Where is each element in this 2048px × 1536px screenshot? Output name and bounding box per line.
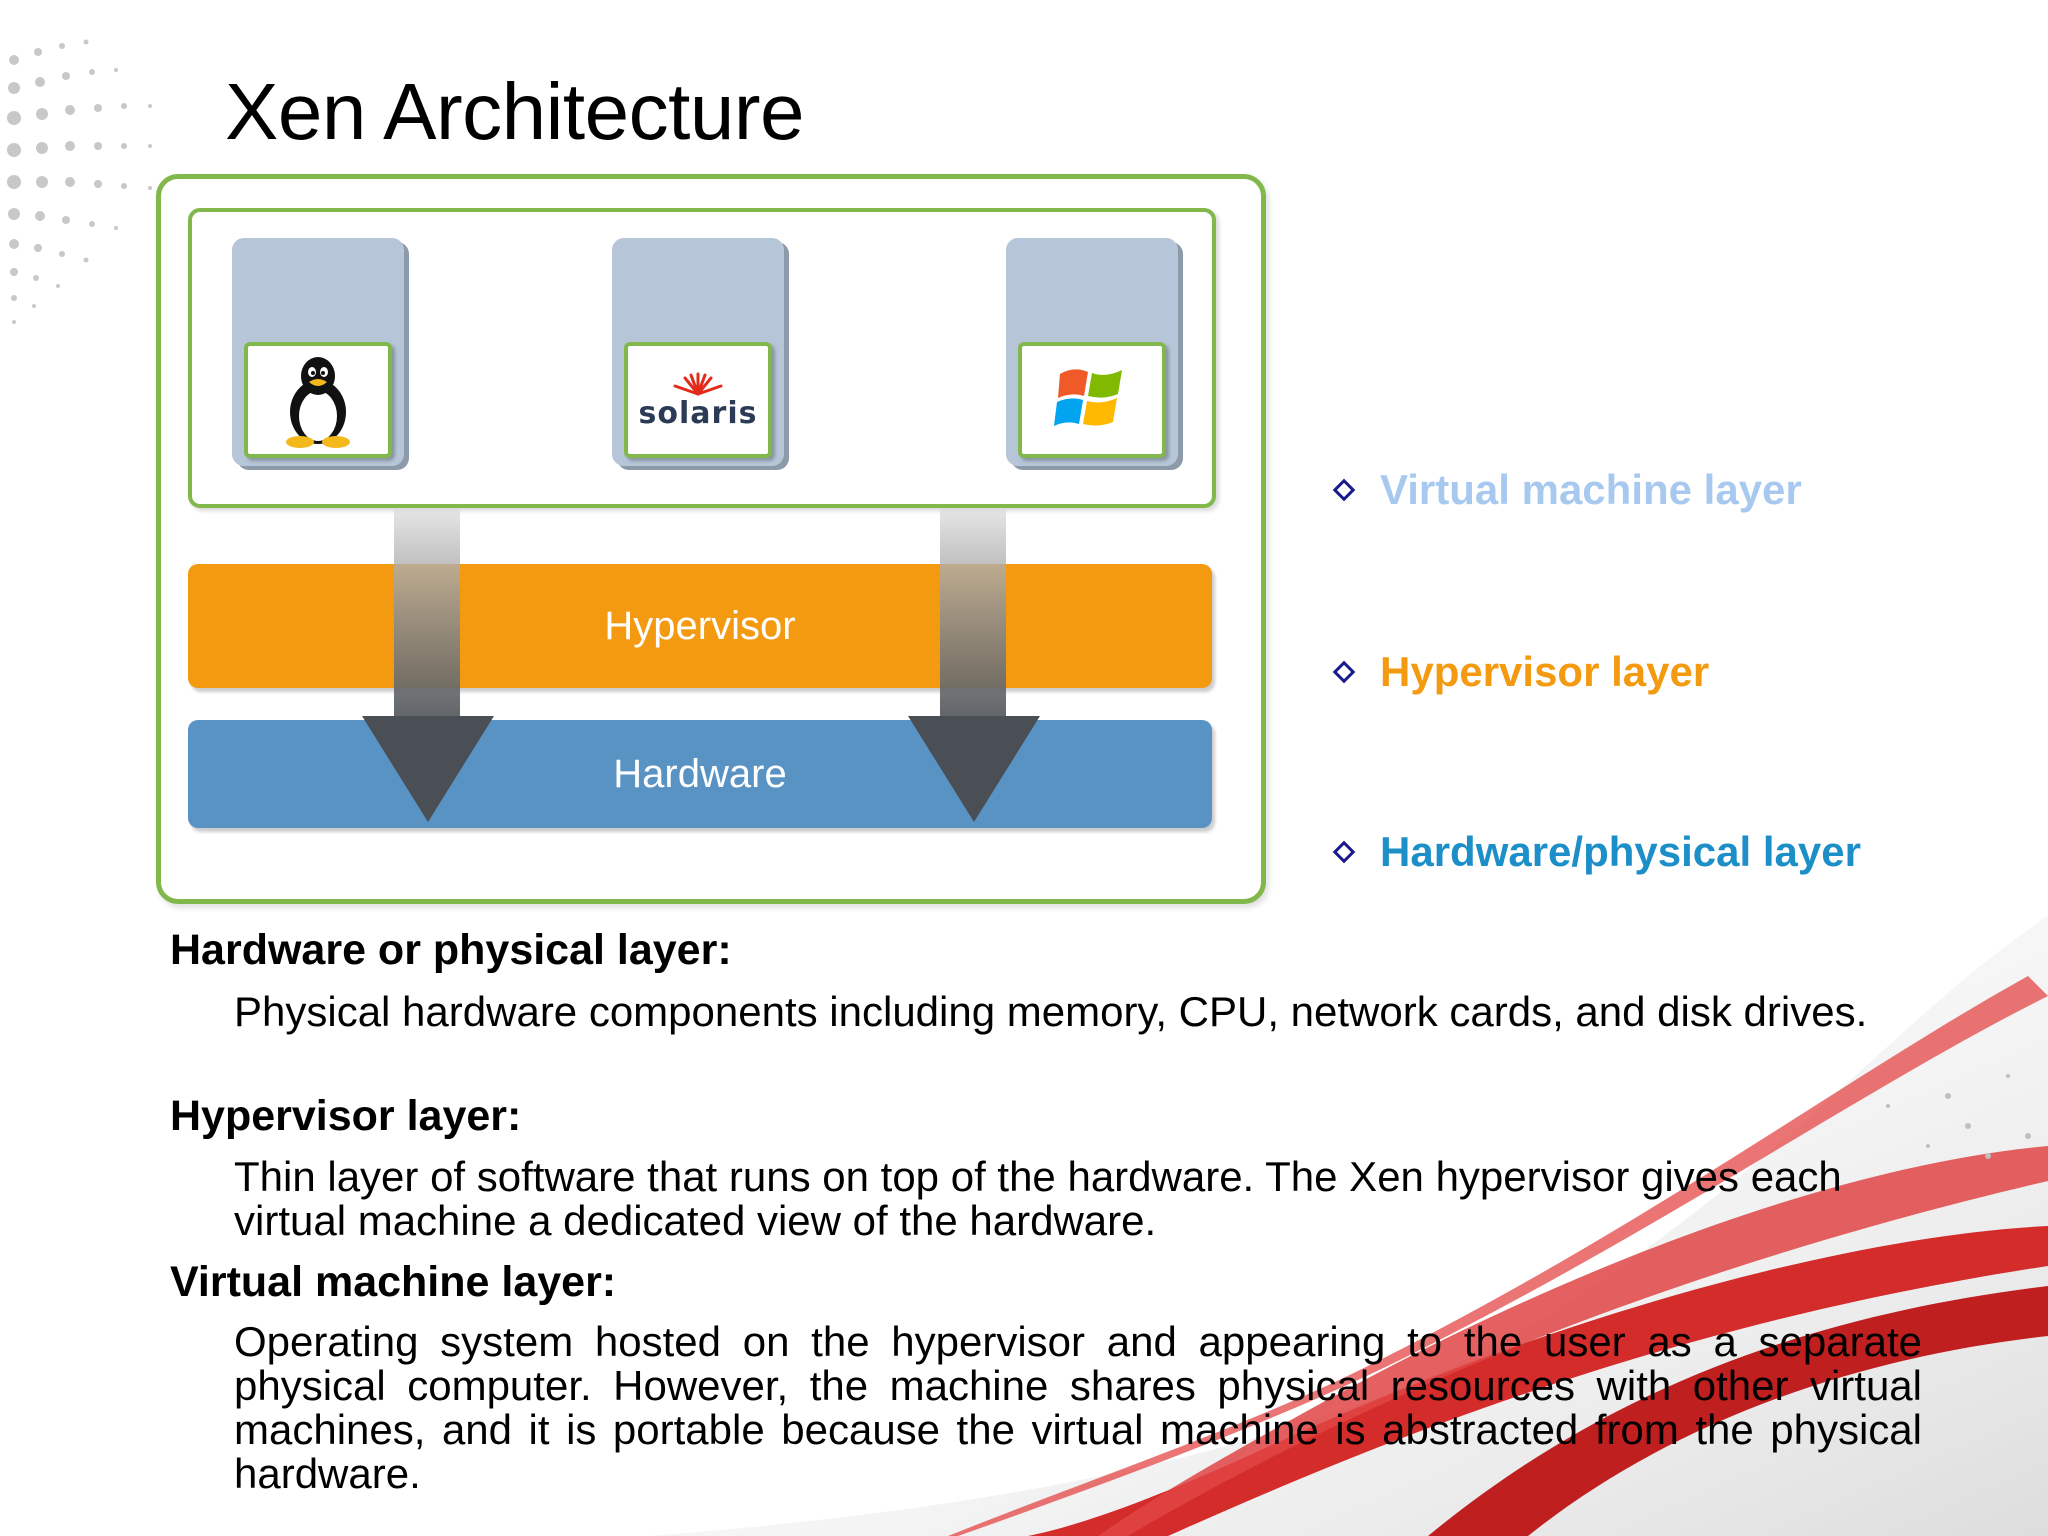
arrow-down-left-icon [362,716,494,822]
decorative-red-swoosh [648,916,2048,1536]
xen-architecture-diagram: solaris Hypervisor Hardware [150,168,1270,908]
diamond-bullet-icon [1332,660,1356,684]
diamond-bullet-icon [1332,840,1356,864]
legend-item-hypervisor: Hypervisor layer [1332,648,1710,696]
vm-box-linux [232,238,404,466]
section-heading-virtual-machine: Virtual machine layer: [170,1258,617,1306]
section-body-hardware: Physical hardware components including m… [234,988,1868,1035]
linux-tux-icon [286,357,350,448]
arrow-down-left-shaft [394,508,460,748]
solaris-logo-text: solaris [638,395,758,431]
vm-logo-card [244,342,392,458]
legend-label: Virtual machine layer [1380,466,1802,513]
vm-box-windows [1006,238,1178,466]
vm-logo-card [1018,342,1166,458]
legend-item-hardware: Hardware/physical layer [1332,828,1861,876]
legend-item-virtual-machine: Virtual machine layer [1332,466,1802,514]
section-body-virtual-machine: Operating system hosted on the hyperviso… [234,1318,1922,1497]
arrow-down-right-shaft [940,508,1006,748]
hardware-label: Hardware [613,752,787,796]
vm-logo-card: solaris [624,342,772,458]
section-body-hypervisor: Thin layer of software that runs on top … [234,1153,1842,1244]
decorative-dot-pattern [7,39,152,324]
legend-label: Hardware/physical layer [1380,828,1861,875]
hypervisor-bar: Hypervisor [188,564,1212,688]
legend-label: Hypervisor layer [1380,648,1710,695]
solaris-sun-icon [673,372,723,395]
section-heading-hypervisor: Hypervisor layer: [170,1092,522,1140]
windows-icon [1054,369,1122,426]
section-heading-hardware: Hardware or physical layer: [170,926,732,974]
vm-box-solaris: solaris [612,238,784,466]
hypervisor-label: Hypervisor [604,604,796,648]
arrow-down-right-icon [908,716,1040,822]
hardware-bar: Hardware [188,720,1212,828]
slide-title: Xen Architecture [225,67,805,156]
diamond-bullet-icon [1332,478,1356,502]
